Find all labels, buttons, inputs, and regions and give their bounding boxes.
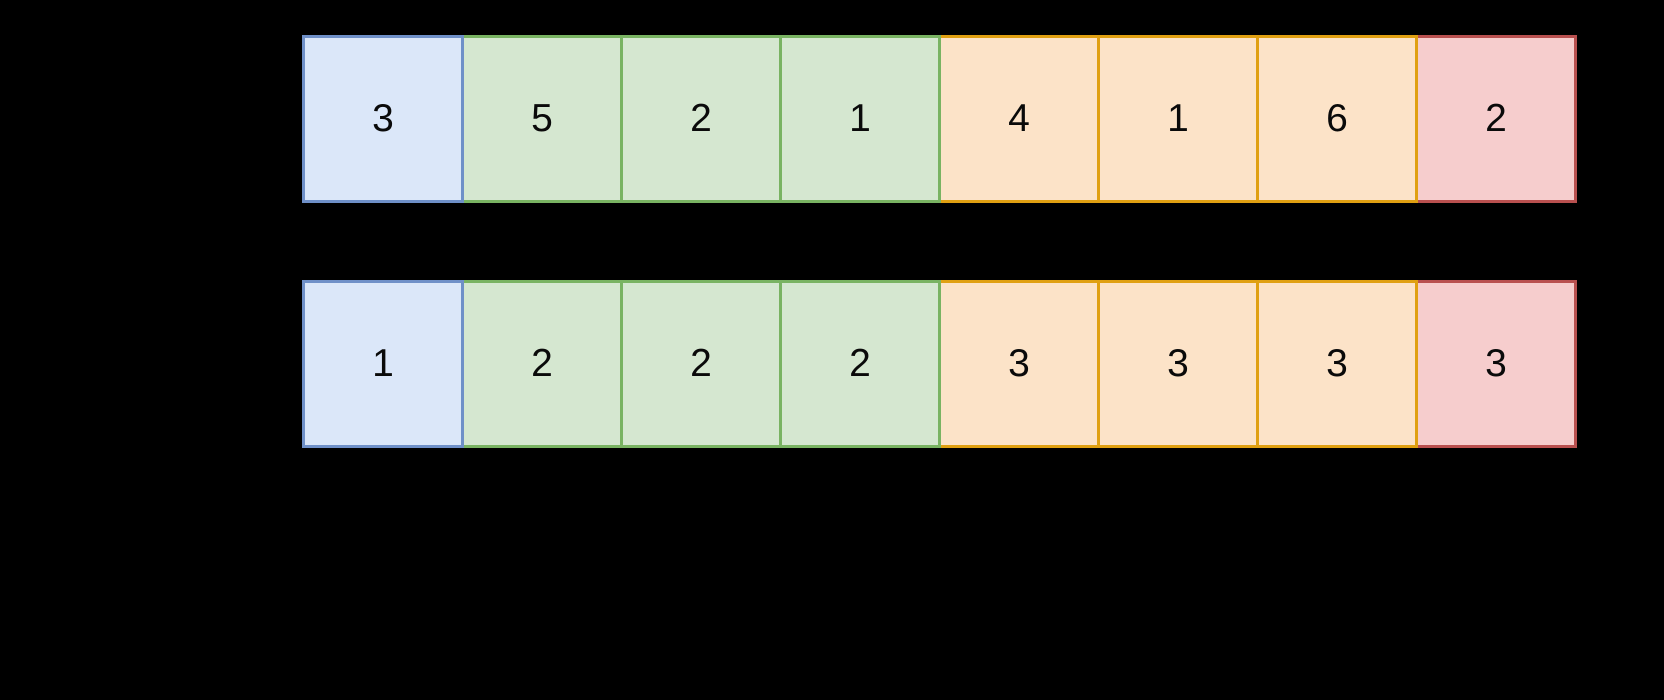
array-cell-value: 2 bbox=[690, 96, 712, 140]
array-cell[interactable]: 3 bbox=[1415, 280, 1577, 448]
array-row-values: 3 5 2 1 4 1 6 2 bbox=[302, 35, 1577, 203]
array-cell-value: 4 bbox=[1008, 96, 1030, 140]
array-cell[interactable]: 3 bbox=[1256, 280, 1418, 448]
array-cell[interactable]: 3 bbox=[1097, 280, 1259, 448]
array-cell-value: 2 bbox=[531, 341, 553, 385]
array-cell-value: 3 bbox=[1326, 341, 1348, 385]
array-cell-value: 6 bbox=[1326, 96, 1348, 140]
array-row-counts: 1 2 2 2 3 3 3 3 bbox=[302, 280, 1577, 448]
array-cell[interactable]: 3 bbox=[302, 35, 464, 203]
array-cell-value: 3 bbox=[1008, 341, 1030, 385]
array-cell[interactable]: 4 bbox=[938, 35, 1100, 203]
array-cell-value: 1 bbox=[849, 96, 871, 140]
array-cell-value: 3 bbox=[372, 96, 394, 140]
array-cell[interactable]: 2 bbox=[620, 280, 782, 448]
array-cell-value: 2 bbox=[690, 341, 712, 385]
array-cell-value: 3 bbox=[1485, 341, 1507, 385]
array-cell[interactable]: 3 bbox=[938, 280, 1100, 448]
array-cell[interactable]: 5 bbox=[461, 35, 623, 203]
array-cell[interactable]: 2 bbox=[1415, 35, 1577, 203]
array-cell[interactable]: 2 bbox=[461, 280, 623, 448]
array-cell[interactable]: 1 bbox=[302, 280, 464, 448]
array-cell-value: 1 bbox=[372, 341, 394, 385]
array-cell[interactable]: 2 bbox=[620, 35, 782, 203]
array-cell[interactable]: 1 bbox=[779, 35, 941, 203]
array-cell-value: 2 bbox=[849, 341, 871, 385]
array-cell[interactable]: 6 bbox=[1256, 35, 1418, 203]
array-cell-value: 2 bbox=[1485, 96, 1507, 140]
array-cell-value: 5 bbox=[531, 96, 553, 140]
array-cell[interactable]: 2 bbox=[779, 280, 941, 448]
array-cell[interactable]: 1 bbox=[1097, 35, 1259, 203]
array-cell-value: 3 bbox=[1167, 341, 1189, 385]
array-cell-value: 1 bbox=[1167, 96, 1189, 140]
